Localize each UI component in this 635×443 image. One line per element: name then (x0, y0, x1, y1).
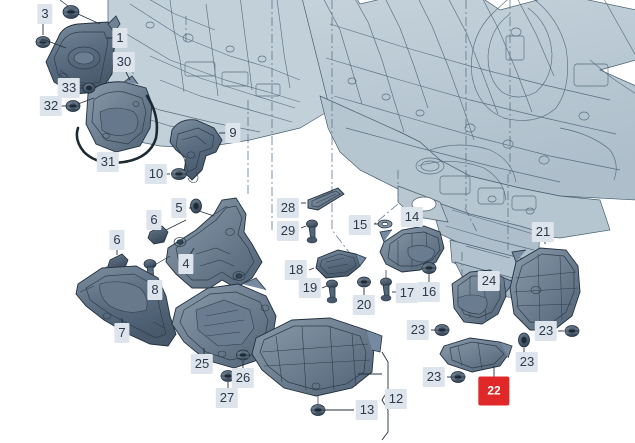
callout-label-23a[interactable]: 23 (406, 320, 430, 340)
callout-label-33[interactable]: 33 (57, 78, 81, 98)
part-18-plate (315, 249, 367, 279)
callout-label-6a[interactable]: 6 (146, 210, 162, 230)
underbody-detail-lines (117, 0, 635, 259)
part-25-shield (171, 277, 277, 369)
leader-12-bracket (381, 351, 389, 441)
callout-label-18[interactable]: 18 (284, 260, 308, 280)
part-3-nut (35, 36, 51, 48)
part-21-shield (509, 247, 581, 331)
callout-label-12[interactable]: 12 (384, 389, 408, 409)
part-19-bolt (326, 279, 338, 304)
callout-label-26[interactable]: 26 (231, 368, 255, 388)
callout-label-24[interactable]: 24 (477, 271, 501, 291)
part-22-plate (439, 337, 513, 373)
callout-label-27[interactable]: 27 (215, 388, 239, 408)
leader-18 (308, 267, 315, 271)
callout-label-23b[interactable]: 23 (534, 321, 558, 341)
callout-label-6b[interactable]: 6 (109, 230, 125, 250)
callout-label-8[interactable]: 8 (147, 280, 163, 300)
part-16-nut (421, 262, 437, 274)
callout-label-13[interactable]: 13 (355, 400, 379, 420)
callout-label-23c[interactable]: 23 (515, 352, 539, 372)
part-6a-clip (147, 225, 169, 245)
callout-label-19[interactable]: 19 (298, 278, 322, 298)
callout-label-9[interactable]: 9 (225, 123, 241, 143)
part-23c-nut (518, 332, 530, 348)
part-23d-nut (450, 371, 466, 383)
part-11-tunnel-shield (251, 317, 383, 397)
callout-label-32[interactable]: 32 (39, 96, 63, 116)
part-17-bolt (380, 277, 392, 302)
callout-label-4[interactable]: 4 (178, 254, 194, 274)
callout-label-22[interactable]: 22 (478, 376, 510, 406)
callout-label-21[interactable]: 21 (531, 222, 555, 242)
part-23a-nut (434, 324, 450, 336)
callout-label-28[interactable]: 28 (276, 198, 300, 218)
part-28-strip (307, 187, 345, 211)
part-5-nut (190, 198, 202, 214)
part-14-bracket (379, 225, 445, 273)
callout-label-17[interactable]: 17 (395, 283, 419, 303)
callout-label-7[interactable]: 7 (114, 323, 130, 343)
callout-label-10[interactable]: 10 (144, 164, 168, 184)
callout-label-29[interactable]: 29 (276, 221, 300, 241)
part-10-nut (171, 168, 187, 180)
callout-label-23d[interactable]: 23 (422, 367, 446, 387)
part-31-seal (75, 94, 159, 165)
callout-label-20[interactable]: 20 (352, 295, 376, 315)
callout-label-5[interactable]: 5 (171, 198, 187, 218)
leader-19 (321, 285, 328, 289)
part-2-nut-top (62, 5, 80, 19)
part-32-nut (65, 100, 81, 112)
callout-label-1[interactable]: 1 (112, 28, 128, 48)
callout-label-15[interactable]: 15 (348, 215, 372, 235)
part-23b-nut (564, 325, 580, 337)
leader-29 (300, 225, 307, 229)
callout-label-31[interactable]: 31 (96, 152, 120, 172)
callout-label-30[interactable]: 30 (112, 52, 136, 72)
part-20-nut (357, 276, 371, 288)
reference-leader-lines (132, 0, 511, 304)
part-13-nut (310, 404, 326, 416)
part-30-liner (85, 75, 153, 153)
part-9-bracket (169, 119, 223, 183)
part-26-nut (236, 349, 250, 361)
leader-30 (125, 71, 131, 81)
part-29-bolt (306, 219, 318, 244)
part-1-shield (45, 15, 121, 95)
callout-label-3[interactable]: 3 (37, 4, 53, 24)
part-24-shield (451, 269, 515, 325)
part-33-nut (82, 82, 96, 94)
part-15-washer (377, 219, 393, 229)
callout-label-14[interactable]: 14 (400, 207, 424, 227)
callout-label-25[interactable]: 25 (190, 354, 214, 374)
callout-label-16[interactable]: 16 (417, 282, 441, 302)
